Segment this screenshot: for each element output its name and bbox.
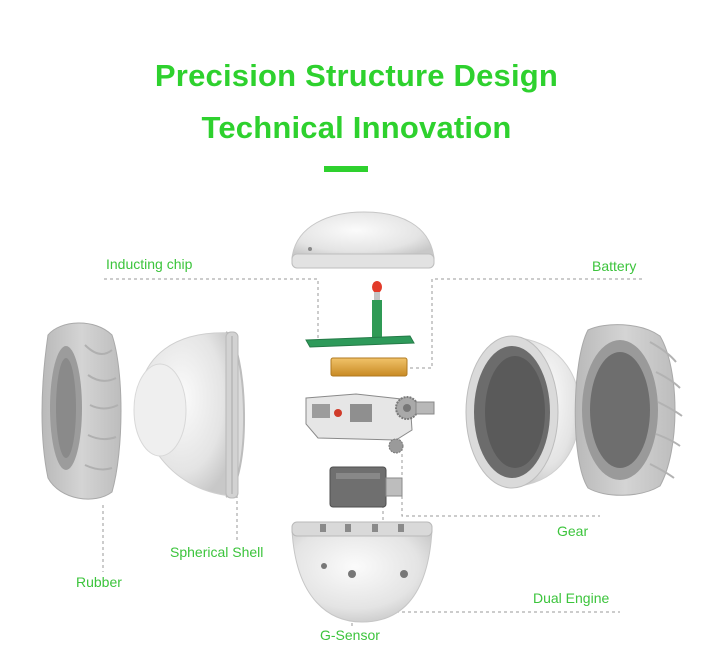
rubber-right: [574, 324, 683, 496]
rubber-left: [41, 322, 122, 500]
label-battery: Battery: [592, 258, 637, 274]
title-line-1: Precision Structure Design: [154, 58, 559, 93]
battery: [330, 357, 408, 377]
title-line-2: Technical Innovation: [201, 110, 512, 145]
title-underline: [324, 166, 368, 172]
inducting-chip: [305, 281, 415, 348]
label-inducting-chip: Inducting chip: [106, 256, 193, 272]
label-dual-engine: Dual Engine: [533, 590, 610, 606]
label-spherical-shell: Spherical Shell: [170, 544, 264, 560]
label-rubber: Rubber: [76, 574, 122, 590]
spherical-shell-right: [465, 335, 581, 489]
spherical-shell-left: [133, 331, 245, 499]
leader-battery: [410, 278, 642, 369]
top-cover: [291, 211, 435, 269]
label-gear: Gear: [557, 523, 589, 539]
motor: [329, 466, 403, 508]
leader-gear: [401, 448, 600, 517]
label-g-sensor: G-Sensor: [320, 627, 380, 643]
leader-dual-engine: [382, 505, 620, 613]
leader-inducting-chip: [104, 278, 319, 340]
bottom-shell: [291, 521, 433, 623]
gearbox: [305, 393, 435, 454]
